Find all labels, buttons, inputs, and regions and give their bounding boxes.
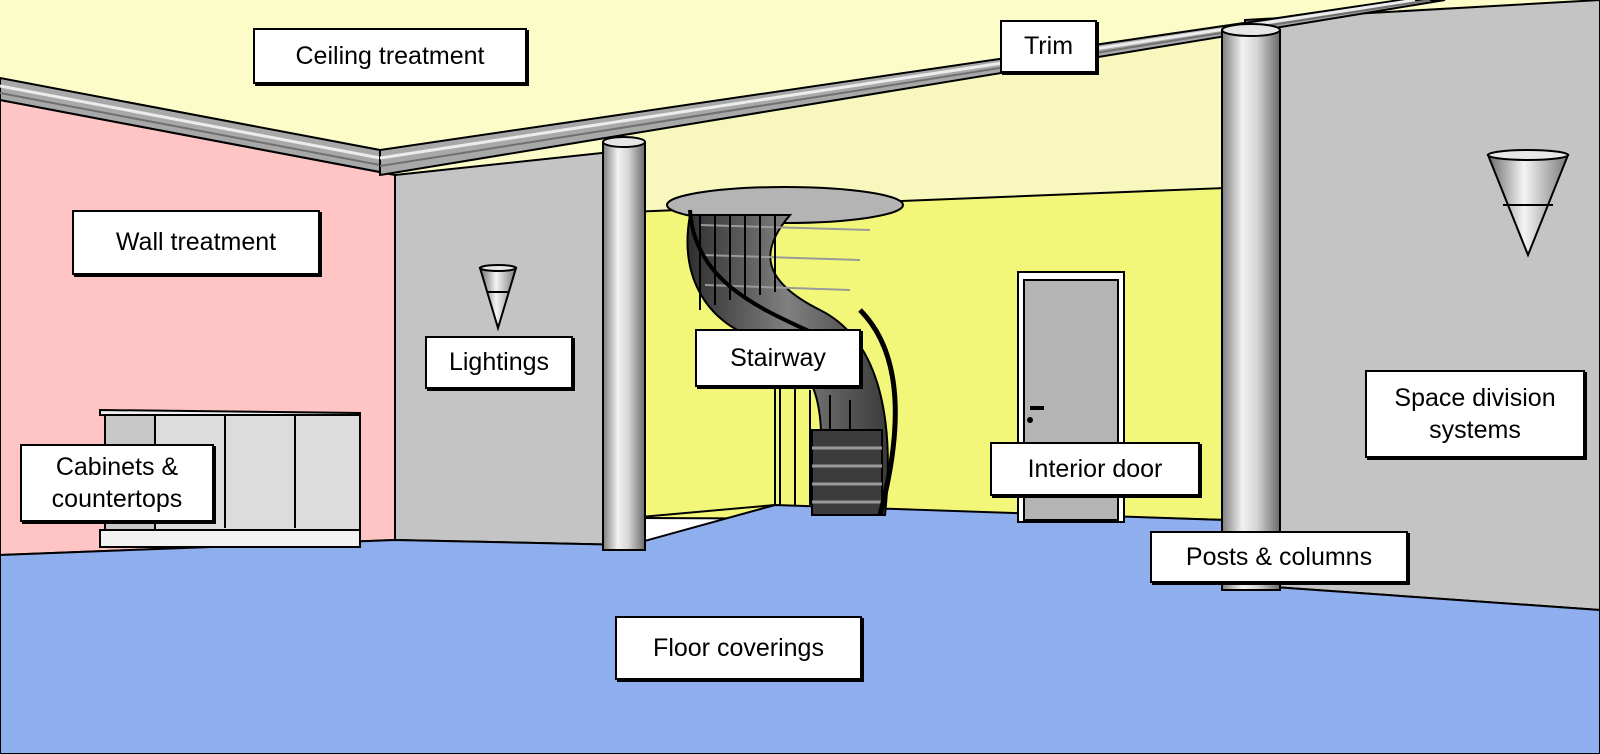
column-right xyxy=(1221,23,1281,591)
column-left xyxy=(602,136,646,551)
back-ceiling-area xyxy=(630,35,1225,212)
trim-label: Trim xyxy=(1000,20,1097,73)
space-division-systems-label: Space division systems xyxy=(1365,370,1585,458)
interior-door-label: Interior door xyxy=(990,442,1200,496)
wall-light-large xyxy=(1486,149,1570,258)
back-wall-base xyxy=(629,504,776,519)
spiral-stair-drawing xyxy=(686,209,898,517)
wall-treatment-label: Wall treatment xyxy=(72,210,320,275)
posts-columns-label: Posts & columns xyxy=(1150,531,1408,583)
cabinets-countertops-label: Cabinets & countertops xyxy=(20,444,214,522)
lightings-label: Lightings xyxy=(425,336,573,389)
gray-right-wall xyxy=(1244,0,1600,612)
stairway-label: Stairway xyxy=(695,329,861,387)
ceiling-treatment-label: Ceiling treatment xyxy=(253,28,527,84)
wall-light-small xyxy=(478,264,518,332)
floor-coverings-label: Floor coverings xyxy=(615,616,862,680)
